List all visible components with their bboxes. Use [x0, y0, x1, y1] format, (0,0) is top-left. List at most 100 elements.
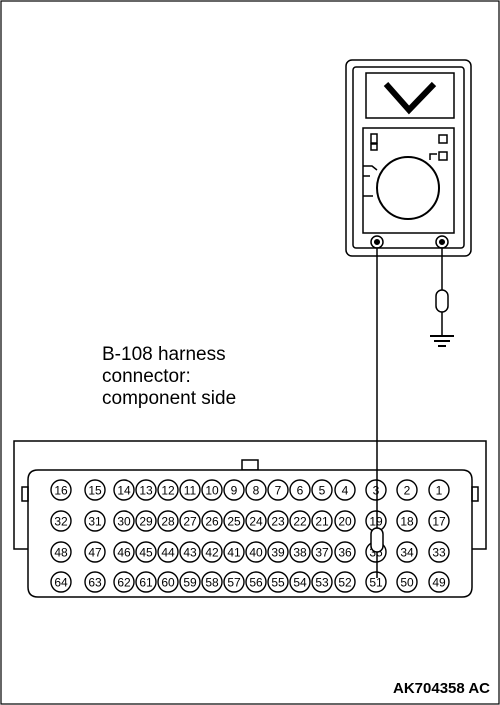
pin-number-3: 3 — [373, 484, 380, 498]
voltmeter — [345, 59, 472, 257]
pin-number-15: 15 — [88, 484, 102, 498]
pin-number-17: 17 — [432, 515, 446, 529]
connector-pin — [157, 479, 179, 501]
connector-pin — [50, 571, 72, 593]
connector-pin — [84, 571, 106, 593]
connector-pin — [245, 571, 267, 593]
connector-pin — [179, 510, 201, 532]
pin-number-56: 56 — [249, 576, 263, 590]
pin-number-21: 21 — [315, 515, 329, 529]
pin-number-37: 37 — [315, 546, 329, 560]
pin-number-23: 23 — [271, 515, 285, 529]
pin-number-34: 34 — [400, 546, 414, 560]
connector-pin — [84, 541, 106, 563]
connector-pin — [157, 571, 179, 593]
connector-inner-shell — [27, 469, 473, 598]
measurement-probe — [370, 248, 384, 578]
connector-label: B-108 harness connector: component side — [102, 344, 236, 410]
connector-pin — [267, 510, 289, 532]
connector-pin — [179, 541, 201, 563]
pin-number-39: 39 — [271, 546, 285, 560]
connector-pin — [428, 479, 450, 501]
pin-number-42: 42 — [205, 546, 219, 560]
connector-label-line-1: B-108 harness — [102, 344, 226, 365]
pin-number-1: 1 — [436, 484, 443, 498]
selector-dial — [376, 156, 440, 220]
connector-pin — [289, 510, 311, 532]
pin-number-25: 25 — [227, 515, 241, 529]
connector-pin — [289, 479, 311, 501]
harness-connector — [13, 440, 487, 598]
connector-pin — [201, 571, 223, 593]
connector-pin — [245, 541, 267, 563]
connector-latch — [241, 459, 259, 471]
pin-number-36: 36 — [338, 546, 352, 560]
pin-number-10: 10 — [205, 484, 219, 498]
connector-pin — [84, 479, 106, 501]
pin-number-14: 14 — [117, 484, 131, 498]
connector-pin — [223, 479, 245, 501]
pin-number-45: 45 — [139, 546, 153, 560]
voltmeter-selector-panel — [362, 127, 455, 234]
figure-code: AK704358 AC — [393, 680, 490, 697]
pin-number-29: 29 — [139, 515, 153, 529]
pin-number-47: 47 — [88, 546, 102, 560]
pin-number-40: 40 — [249, 546, 263, 560]
ground-probe-tip — [435, 289, 449, 313]
pin-number-64: 64 — [54, 576, 68, 590]
pin-number-26: 26 — [205, 515, 219, 529]
pin-number-60: 60 — [161, 576, 175, 590]
range-mark — [363, 165, 378, 171]
pin-number-16: 16 — [54, 484, 68, 498]
connector-pin — [201, 510, 223, 532]
connector-pin — [223, 571, 245, 593]
pin-number-57: 57 — [227, 576, 241, 590]
pin-number-13: 13 — [139, 484, 153, 498]
connector-pin — [179, 479, 201, 501]
connector-pin — [311, 510, 333, 532]
voltage-v-icon — [383, 81, 437, 115]
connector-pin — [223, 510, 245, 532]
connector-pin — [157, 541, 179, 563]
connector-pin — [245, 510, 267, 532]
connector-label-line-2: connector: — [102, 366, 191, 387]
range-switch-icon — [370, 133, 378, 144]
pin-number-24: 24 — [249, 515, 263, 529]
connector-pin — [428, 510, 450, 532]
pin-number-28: 28 — [161, 515, 175, 529]
pin-number-58: 58 — [205, 576, 219, 590]
connector-pin — [396, 541, 418, 563]
pin-number-55: 55 — [271, 576, 285, 590]
pin-number-9: 9 — [231, 484, 238, 498]
pin-number-19: 19 — [369, 515, 383, 529]
connector-pin — [396, 479, 418, 501]
pin-number-51: 51 — [369, 576, 383, 590]
pin-number-4: 4 — [342, 484, 349, 498]
voltmeter-inner-border — [352, 66, 465, 249]
connector-pin — [50, 510, 72, 532]
mode-switch-icon — [438, 151, 448, 161]
pin-number-30: 30 — [117, 515, 131, 529]
connector-side-tab — [21, 486, 29, 502]
pin-number-52: 52 — [338, 576, 352, 590]
connector-pin — [267, 541, 289, 563]
pin-number-48: 48 — [54, 546, 68, 560]
pin-number-38: 38 — [293, 546, 307, 560]
connector-pin — [135, 510, 157, 532]
pin-number-53: 53 — [315, 576, 329, 590]
connector-pin — [365, 479, 387, 501]
voltmeter-display — [365, 72, 455, 119]
connector-pin — [113, 510, 135, 532]
connector-pin — [334, 510, 356, 532]
connector-pin — [113, 541, 135, 563]
connector-pin — [135, 541, 157, 563]
pin-number-6: 6 — [297, 484, 304, 498]
pin-number-18: 18 — [400, 515, 414, 529]
probe-tip — [370, 527, 384, 553]
pin-number-31: 31 — [88, 515, 102, 529]
pin-number-2: 2 — [404, 484, 411, 498]
pin-number-5: 5 — [319, 484, 326, 498]
